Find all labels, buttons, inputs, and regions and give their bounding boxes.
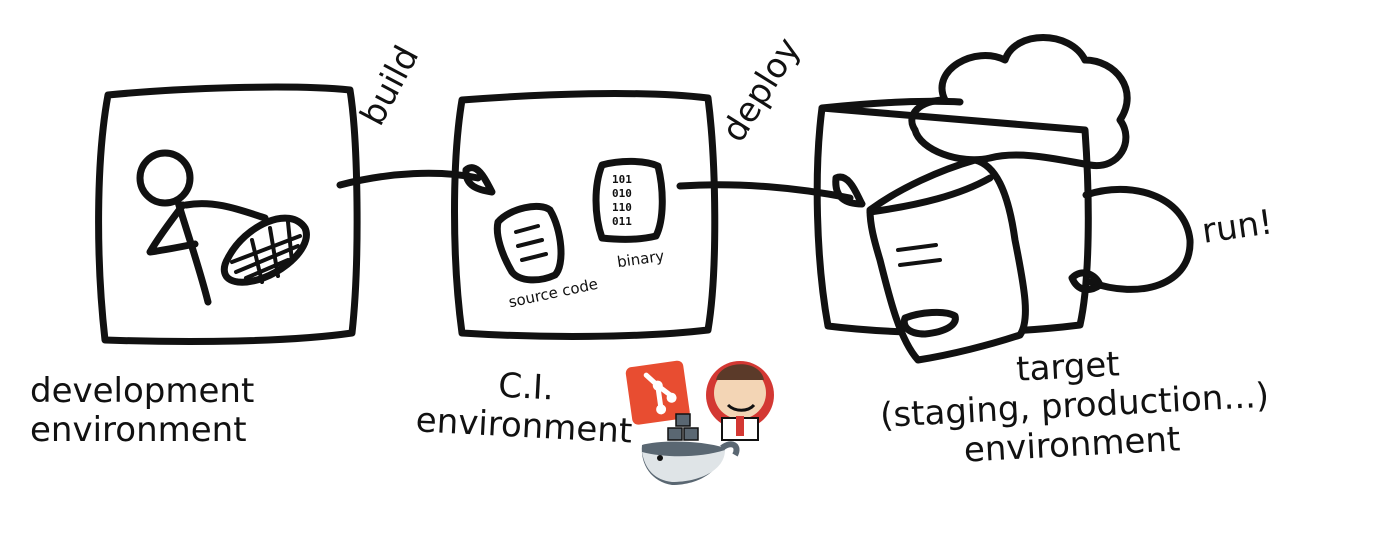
dev-environment-label-line-2: environment [30, 410, 247, 451]
source-code-document-icon [493, 203, 565, 284]
deploy-arrow [676, 173, 866, 208]
server-icon [866, 156, 1029, 364]
ci-environment-box [451, 90, 719, 340]
target-environment-label: target (staging, production...) environm… [877, 338, 1270, 475]
dev-environment-label: development environment [30, 371, 255, 451]
dev-environment-label-line-1: development [30, 371, 255, 411]
build-arrow [336, 164, 496, 196]
keyboard-icon [220, 214, 310, 286]
run-loop-arrow [1068, 185, 1194, 294]
ci-environment-label: C.I. environment [413, 362, 637, 452]
svg-text:010: 010 [612, 187, 632, 200]
developer-stick-figure-icon [136, 149, 269, 306]
dev-environment-box [95, 83, 361, 346]
git-icon [625, 360, 690, 425]
svg-text:101: 101 [612, 173, 632, 186]
binary-document-icon: 101 010 110 011 [592, 157, 666, 243]
svg-text:011: 011 [612, 215, 632, 228]
cloud-icon [908, 34, 1131, 169]
svg-text:110: 110 [612, 201, 632, 214]
docker-icon [641, 413, 740, 485]
jenkins-icon [706, 361, 774, 441]
